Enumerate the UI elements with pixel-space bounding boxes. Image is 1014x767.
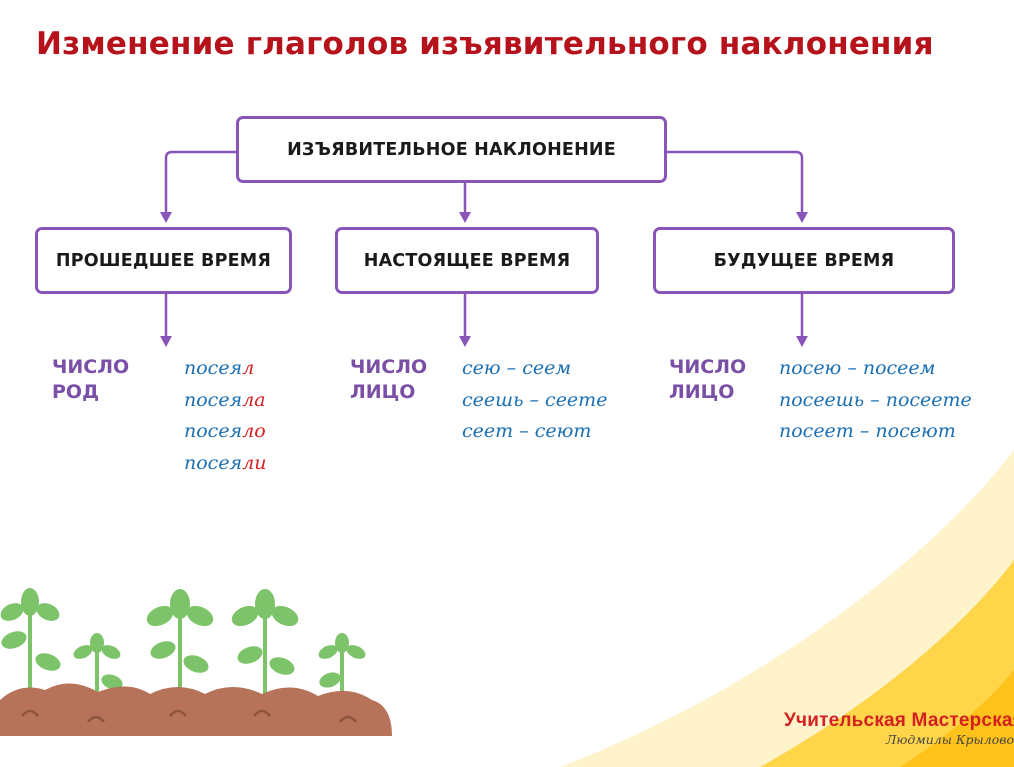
plants-illustration: [0, 588, 392, 736]
verb-ending: ли: [242, 451, 267, 474]
future-forms: посею – посеем посеешь – посеете посеет …: [779, 353, 972, 448]
yellow-swoosh: [760, 560, 1014, 767]
future-tense-box: БУДУЩЕЕ ВРЕМЯ: [653, 227, 955, 294]
verb-form: сеешь – сеете: [462, 388, 608, 411]
present-forms: сею – сеем сеешь – сеете сеет – сеют: [462, 353, 607, 448]
arrow-head: [796, 212, 808, 223]
soil: [0, 683, 392, 736]
verb-ending: ло: [242, 420, 266, 442]
arrow-head: [160, 212, 172, 223]
connector-lines: [164, 150, 804, 338]
arrow-head: [459, 212, 471, 223]
brand-logo: Учительская Мастерская: [784, 710, 1014, 731]
verb-form: посеяла: [184, 388, 266, 411]
verb-form: сею – сеем: [462, 357, 572, 379]
category-label: ЛИЦО: [350, 381, 416, 403]
past-categories: ЧИСЛО РОД: [52, 355, 129, 405]
verb-form: посеешь – посеете: [779, 388, 972, 411]
arrow-head: [459, 336, 471, 347]
verb-ending: л: [242, 357, 255, 379]
verb-form: посею – посеем: [779, 357, 936, 379]
arrow-root-to-future: [666, 150, 804, 214]
past-forms: посеял посеяла посеяло посеяли: [184, 353, 267, 479]
arrow-head: [796, 336, 808, 347]
yellow-swoosh-dark: [900, 670, 1014, 767]
verb-form: посеяло: [184, 420, 266, 442]
arrow-heads: [160, 212, 808, 347]
category-label: ЧИСЛО: [52, 356, 130, 378]
category-label: ЧИСЛО: [669, 356, 747, 378]
page-title: Изменение глаголов изъявительного наклон…: [36, 26, 934, 62]
arrow-head: [160, 336, 172, 347]
past-tense-box: ПРОШЕДШЕЕ ВРЕМЯ: [35, 227, 292, 294]
category-label: ЛИЦО: [669, 381, 735, 403]
present-tense-box: НАСТОЯЩЕЕ ВРЕМЯ: [335, 227, 599, 294]
brand-subtitle: Людмилы Крыловой: [886, 732, 1014, 747]
verb-form: посеяли: [184, 451, 267, 474]
arrow-root-to-past: [164, 150, 238, 214]
future-categories: ЧИСЛО ЛИЦО: [669, 355, 746, 405]
verb-form: сеет – сеют: [462, 420, 592, 442]
present-categories: ЧИСЛО ЛИЦО: [350, 355, 427, 405]
root-box: ИЗЪЯВИТЕЛЬНОЕ НАКЛОНЕНИЕ: [236, 116, 667, 183]
category-label: ЧИСЛО: [350, 356, 428, 378]
category-label: РОД: [52, 381, 99, 403]
verb-ending: ла: [242, 388, 266, 411]
verb-form: посеял: [184, 357, 255, 379]
verb-form: посеет – посеют: [779, 420, 956, 442]
